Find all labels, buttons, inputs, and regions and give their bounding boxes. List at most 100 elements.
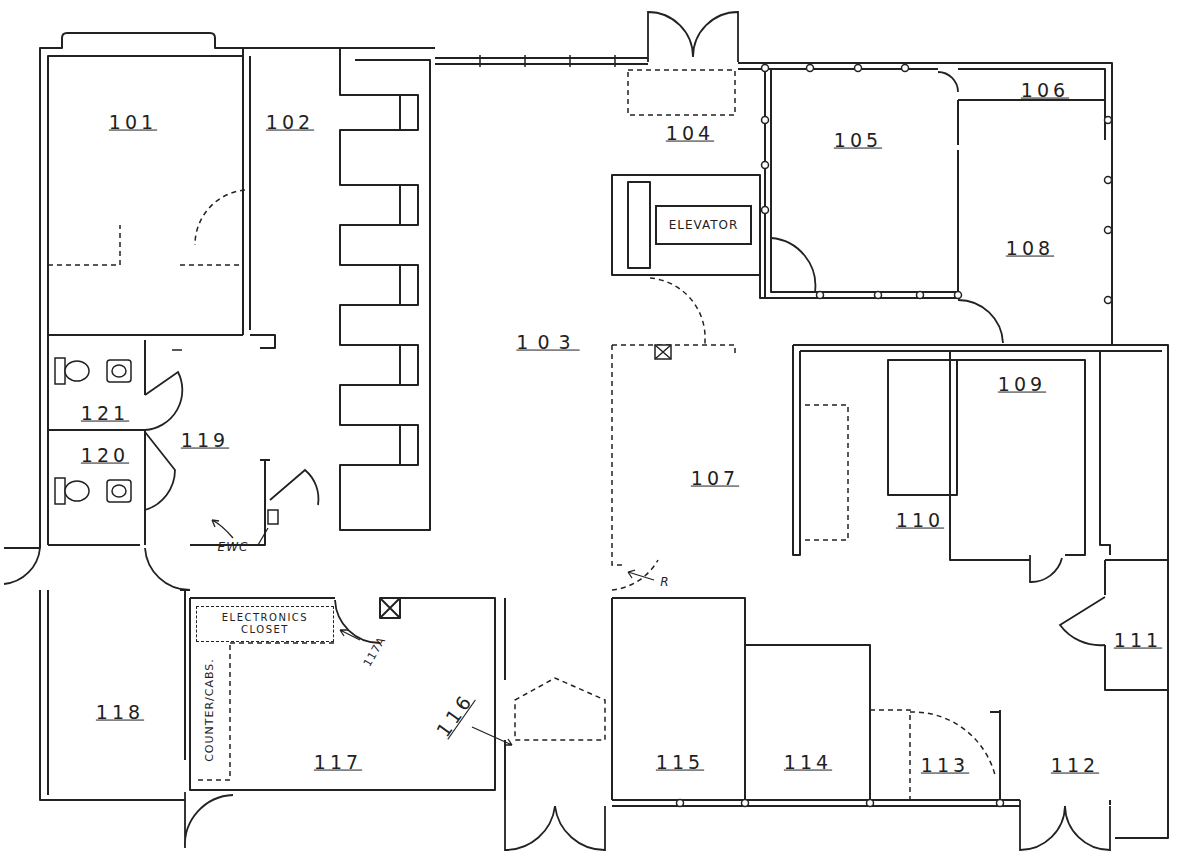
window-mark [997, 800, 1004, 807]
fixture [107, 480, 131, 502]
wall [1100, 351, 1168, 690]
door [1020, 800, 1110, 850]
room-number: 103 [516, 332, 579, 353]
door [1060, 597, 1105, 645]
wall [40, 33, 435, 548]
fixture [55, 358, 65, 384]
room-number: 106 [1021, 80, 1069, 101]
fixture [55, 345, 671, 524]
dashed-outline [650, 278, 705, 345]
elevator-box: ELEVATOR [655, 205, 752, 245]
window-mark [807, 65, 814, 72]
wall [738, 63, 1112, 345]
dashed-outline [515, 678, 605, 740]
door [145, 548, 190, 590]
fixture [65, 481, 89, 501]
window-mark [677, 800, 684, 807]
wall [612, 598, 1000, 800]
wall [765, 63, 1105, 298]
wall [1110, 690, 1168, 838]
window-mark [875, 292, 882, 299]
door [505, 800, 605, 850]
door [648, 12, 738, 62]
window-mark [817, 292, 824, 299]
window-mark [955, 292, 962, 299]
window-mark [762, 65, 769, 72]
door [1030, 555, 1062, 582]
fixture [107, 360, 131, 382]
dashed-outline [230, 642, 335, 644]
door [958, 300, 1003, 343]
room-number: 117 [314, 752, 362, 773]
door [335, 600, 380, 643]
door [4, 548, 40, 584]
door [771, 238, 815, 292]
door [4, 12, 1110, 850]
dashed-outline [48, 70, 995, 800]
dashed-outline [195, 645, 230, 780]
leader-line [628, 570, 654, 580]
room-number: 113 [921, 755, 969, 776]
node-text: ELEVATOR [669, 218, 739, 233]
wall [340, 60, 400, 505]
door [185, 792, 233, 848]
room-number: 118 [96, 702, 144, 723]
dashed-outline [870, 710, 995, 800]
leader-line [340, 630, 360, 640]
room-number: 115 [656, 752, 704, 773]
fixture [268, 510, 278, 524]
dashed-outline [612, 345, 735, 565]
fixture [655, 345, 671, 359]
room-number: 120 [81, 445, 129, 466]
wall [888, 352, 1085, 560]
wall [48, 340, 270, 545]
fixture [172, 349, 182, 351]
closet-box: ELECTRONICS CLOSET [196, 606, 334, 642]
room-number: 107 [691, 468, 739, 489]
window-mark [855, 65, 862, 72]
room-number: 119 [181, 430, 229, 451]
node-text: ELECTRONICS CLOSET [201, 612, 329, 637]
leader-line [472, 727, 512, 745]
wall [48, 48, 275, 348]
dashed-outline [612, 560, 658, 590]
room-number: 121 [81, 403, 129, 424]
fixture [655, 345, 671, 359]
dashed-outline [805, 405, 848, 540]
wall [340, 48, 430, 530]
callout-label: R [660, 576, 669, 589]
wall [612, 175, 771, 298]
room-number: 110 [896, 510, 944, 531]
fixture [112, 365, 126, 377]
room-number: 108 [1006, 238, 1054, 259]
wall [190, 598, 505, 800]
window-mark [762, 117, 769, 124]
window-mark [742, 800, 749, 807]
room-number: 101 [109, 112, 157, 133]
door [938, 72, 958, 92]
door [270, 470, 318, 505]
window-mark [480, 55, 1112, 807]
window-mark [762, 162, 769, 169]
window-mark [1105, 297, 1112, 304]
window-mark [1105, 177, 1112, 184]
room-number: 111 [1114, 630, 1162, 651]
window-mark [1105, 117, 1112, 124]
door [145, 372, 182, 430]
wall [380, 598, 400, 618]
window-mark [762, 207, 769, 214]
window-mark [867, 800, 874, 807]
wall [400, 95, 418, 465]
leader-line [212, 520, 233, 538]
window-mark [902, 65, 909, 72]
room-number: 116 [433, 689, 478, 741]
fixture-label: EWC [218, 541, 249, 554]
wall [40, 590, 190, 800]
leader-line [258, 528, 268, 545]
fixture [112, 485, 126, 497]
fixture [65, 361, 89, 381]
dashed-outline [48, 225, 243, 265]
room-number: 104 [666, 123, 714, 144]
